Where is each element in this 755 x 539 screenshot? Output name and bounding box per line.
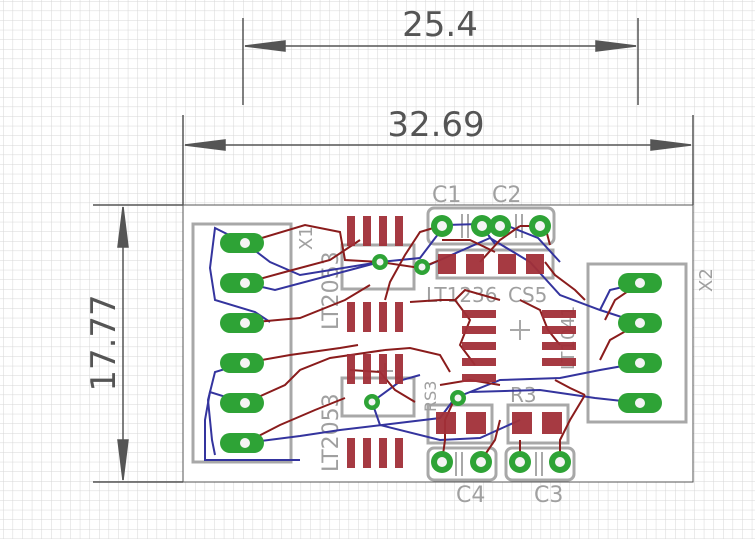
capacitor-pads (431, 215, 571, 473)
connector-x2-pads (618, 273, 662, 413)
vias (364, 254, 466, 410)
label-ic1: LT2053 (319, 251, 344, 330)
label-ic6: RS3 (421, 381, 440, 412)
label-c4: C4 (456, 483, 485, 508)
label-r3: R3 (510, 383, 537, 407)
label-c3: C3 (534, 483, 563, 508)
dimension-width-label: 32.69 (387, 105, 484, 145)
label-c2: C2 (492, 183, 521, 208)
label-x2: X2 (696, 268, 717, 292)
dimension-width (182, 115, 694, 205)
label-ic3: LT1236 (426, 283, 498, 307)
dimension-top (242, 18, 639, 105)
connector-x1-pads (220, 233, 264, 453)
smd-pads-u1 (347, 216, 403, 332)
label-c1: C1 (432, 183, 461, 208)
smd-pads-u2 (347, 354, 403, 468)
smd-pads-passives (436, 254, 562, 434)
label-x1: X1 (296, 226, 317, 250)
smd-pads-u3 (462, 310, 576, 382)
dimension-height-label: 17.77 (84, 294, 124, 391)
dimension-top-label: 25.4 (402, 5, 478, 45)
dimension-height (93, 204, 183, 483)
label-ic5: LT1041 (558, 306, 579, 370)
bottom-copper-traces (204, 222, 641, 461)
silkscreen-layer (191, 206, 688, 482)
